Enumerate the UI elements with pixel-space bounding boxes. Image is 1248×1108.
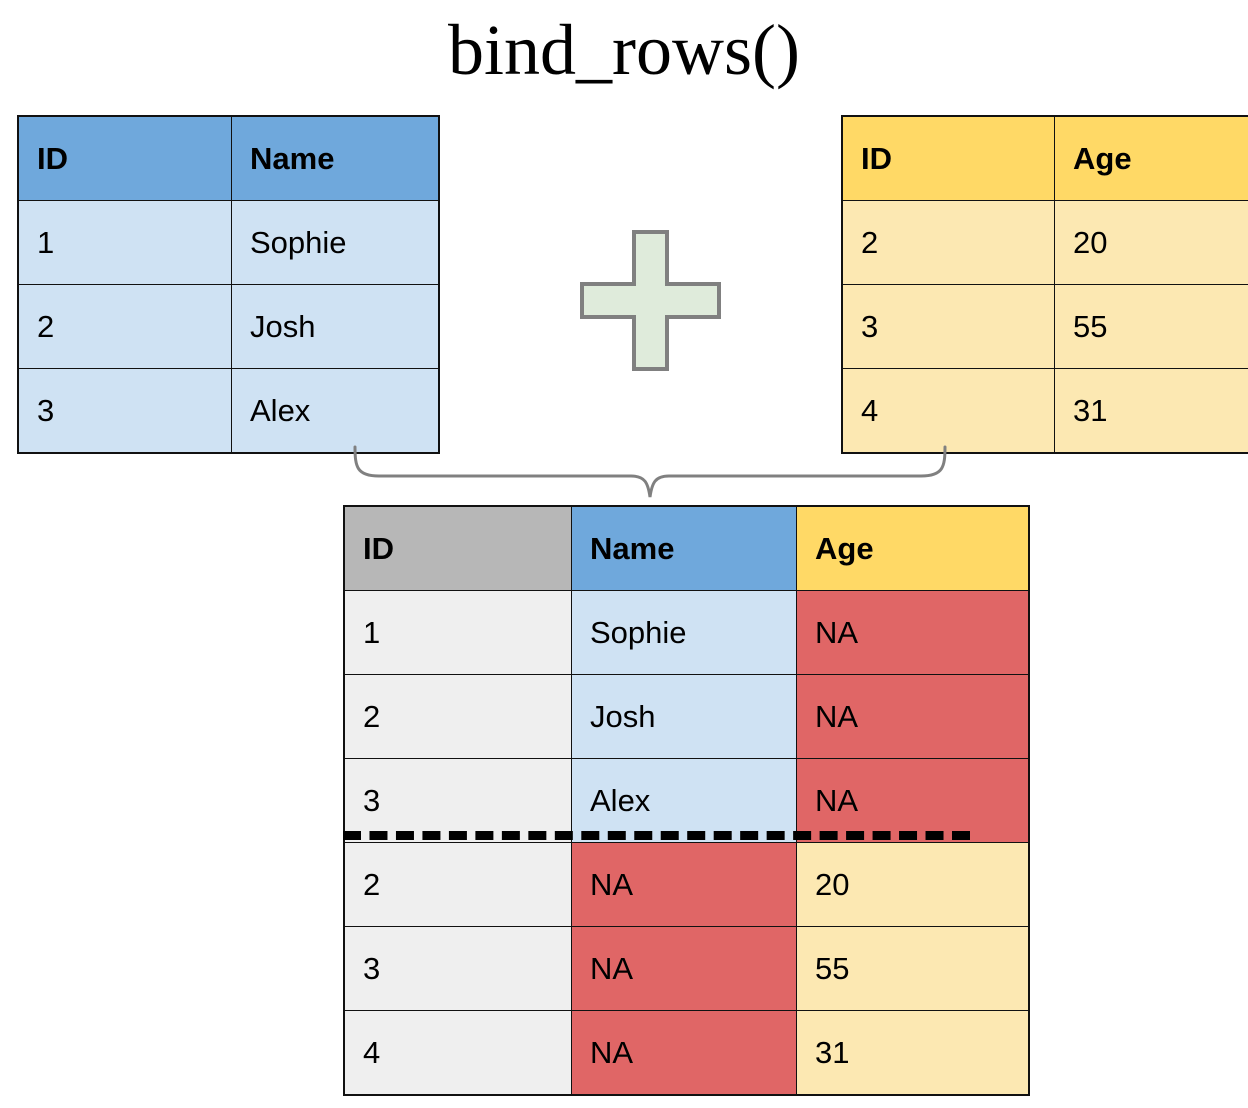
result-cell-name-1: Sophie (571, 590, 797, 675)
left-cell-id-2: 2 (17, 284, 232, 369)
left-input-table: ID Name 1 Sophie 2 Josh 3 Alex (17, 115, 440, 454)
right-cell-age-3: 31 (1054, 368, 1248, 454)
right-input-table: ID Age 2 20 3 55 4 31 (841, 115, 1248, 454)
left-cell-id-1: 1 (17, 200, 232, 285)
left-cell-name-1: Sophie (231, 200, 440, 285)
result-cell-name-5: NA (571, 926, 797, 1011)
table-row: 2 NA 20 (343, 842, 1030, 927)
result-cell-name-6: NA (571, 1010, 797, 1096)
result-cell-age-3: NA (796, 758, 1030, 843)
result-cell-id-5: 3 (343, 926, 572, 1011)
result-header-name: Name (571, 505, 797, 591)
plus-icon (578, 228, 723, 373)
table-header-row: ID Age (841, 115, 1248, 201)
right-cell-id-3: 4 (841, 368, 1055, 454)
result-cell-id-2: 2 (343, 674, 572, 759)
result-cell-id-6: 4 (343, 1010, 572, 1096)
left-header-id: ID (17, 115, 232, 201)
left-header-name: Name (231, 115, 440, 201)
result-cell-age-2: NA (796, 674, 1030, 759)
right-cell-age-2: 55 (1054, 284, 1248, 369)
table-row: 2 20 (841, 200, 1248, 285)
result-cell-id-4: 2 (343, 842, 572, 927)
result-cell-age-1: NA (796, 590, 1030, 675)
result-table: ID Name Age 1 Sophie NA 2 Josh NA 3 Alex… (343, 505, 1030, 1096)
result-cell-age-6: 31 (796, 1010, 1030, 1096)
right-header-age: Age (1054, 115, 1248, 201)
left-cell-id-3: 3 (17, 368, 232, 454)
result-cell-age-4: 20 (796, 842, 1030, 927)
table-row: 2 Josh (17, 284, 440, 369)
table-header-row: ID Name Age (343, 505, 1030, 591)
right-header-id: ID (841, 115, 1055, 201)
table-row: 1 Sophie NA (343, 590, 1030, 675)
page-title: bind_rows() (448, 10, 800, 90)
table-header-row: ID Name (17, 115, 440, 201)
result-cell-name-3: Alex (571, 758, 797, 843)
result-cell-age-5: 55 (796, 926, 1030, 1011)
result-cell-name-4: NA (571, 842, 797, 927)
right-cell-age-1: 20 (1054, 200, 1248, 285)
table-row: 3 Alex (17, 368, 440, 454)
left-cell-name-3: Alex (231, 368, 440, 454)
source-split-divider (343, 831, 970, 840)
table-row: 3 Alex NA (343, 758, 1030, 843)
table-row: 4 NA 31 (343, 1010, 1030, 1096)
table-row: 4 31 (841, 368, 1248, 454)
left-cell-name-2: Josh (231, 284, 440, 369)
right-cell-id-1: 2 (841, 200, 1055, 285)
table-row: 3 55 (841, 284, 1248, 369)
table-row: 2 Josh NA (343, 674, 1030, 759)
result-cell-id-1: 1 (343, 590, 572, 675)
result-cell-id-3: 3 (343, 758, 572, 843)
merge-brace (345, 445, 955, 507)
dashed-line (343, 831, 970, 840)
right-cell-id-2: 3 (841, 284, 1055, 369)
result-cell-name-2: Josh (571, 674, 797, 759)
table-row: 3 NA 55 (343, 926, 1030, 1011)
table-row: 1 Sophie (17, 200, 440, 285)
result-header-id: ID (343, 505, 572, 591)
result-header-age: Age (796, 505, 1030, 591)
